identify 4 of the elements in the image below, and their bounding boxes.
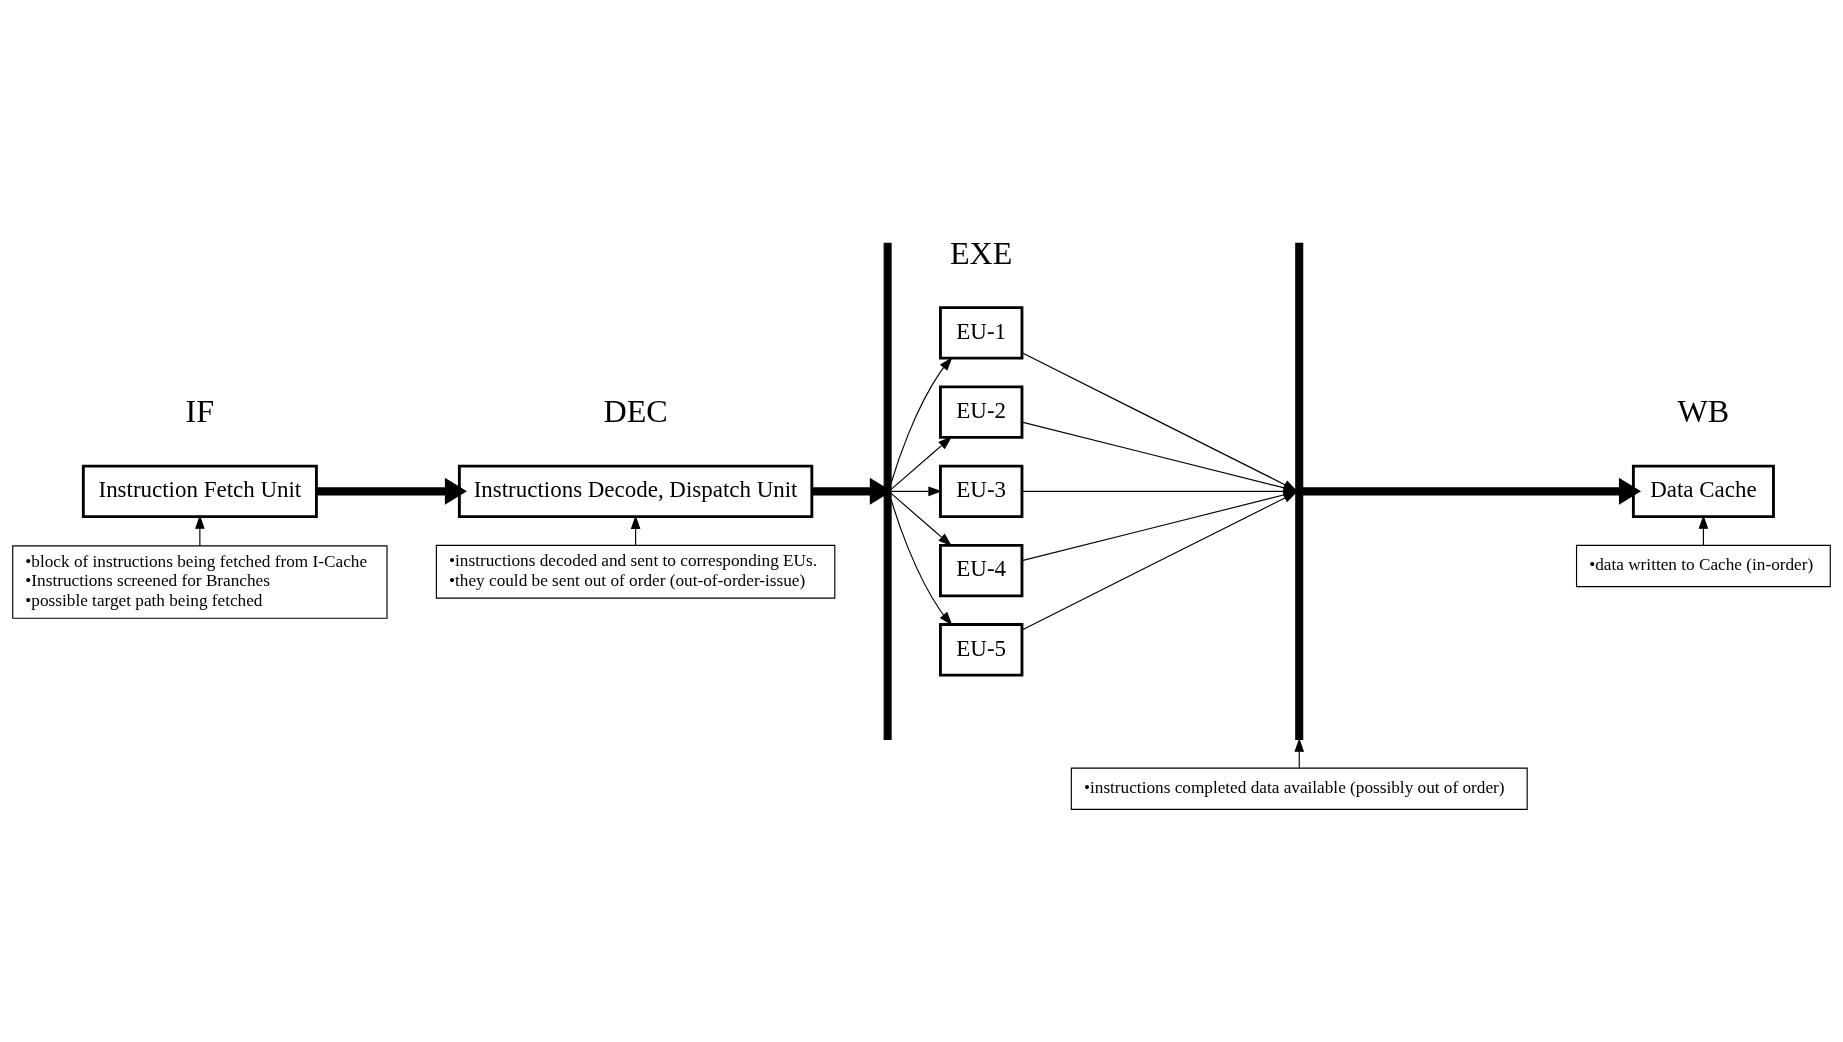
label: DEC xyxy=(603,392,668,429)
label: IF xyxy=(185,392,215,429)
label: WB xyxy=(1677,392,1730,429)
label: EXE xyxy=(949,234,1013,271)
